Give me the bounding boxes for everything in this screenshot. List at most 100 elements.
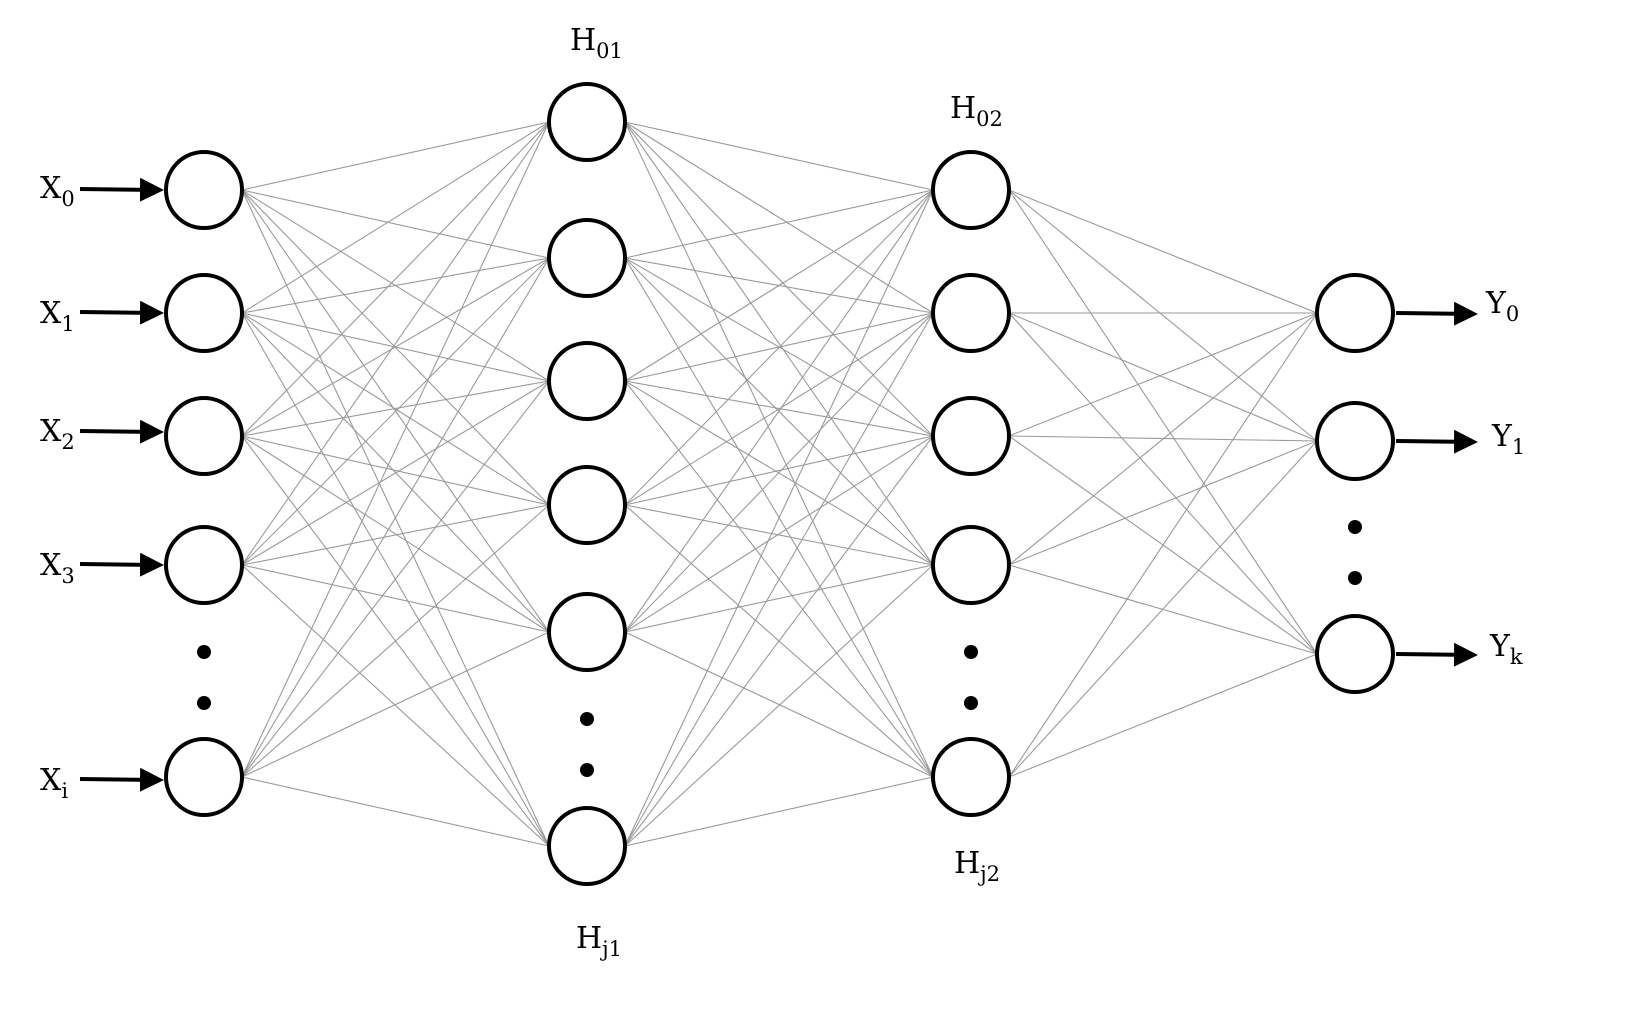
hidden1-bottom-label: Hj1 bbox=[576, 921, 622, 961]
connection-hidden1-5-hidden2-2 bbox=[624, 435, 934, 847]
connection-input-4-hidden1-3 bbox=[241, 504, 550, 778]
ellipsis-dots bbox=[197, 520, 1362, 777]
connection-hidden1-3-hidden2-0 bbox=[624, 189, 934, 506]
connection-input-2-hidden1-3 bbox=[241, 435, 550, 506]
connection-hidden2-4-output-0 bbox=[1008, 312, 1318, 778]
input-label-xi: Xi bbox=[40, 763, 68, 803]
ellipsis-dot-6 bbox=[1348, 520, 1362, 534]
connection-hidden1-0-hidden2-3 bbox=[624, 121, 934, 566]
connection-input-2-hidden1-0 bbox=[241, 121, 550, 437]
output-node-1 bbox=[1315, 401, 1395, 481]
ellipsis-dot-7 bbox=[1348, 571, 1362, 585]
input-arrow-4 bbox=[79, 767, 164, 792]
connection-input-4-hidden1-4 bbox=[241, 631, 550, 778]
input-label-x2: X2 bbox=[40, 414, 75, 454]
output-arrow-0 bbox=[1395, 301, 1478, 326]
connection-hidden1-5-hidden2-4 bbox=[624, 776, 934, 847]
ellipsis-dot-2 bbox=[580, 712, 594, 726]
connection-hidden2-0-output-1 bbox=[1008, 189, 1318, 442]
connection-input-4-hidden1-1 bbox=[241, 257, 550, 778]
nodes bbox=[164, 82, 1395, 886]
ellipsis-dot-3 bbox=[580, 763, 594, 777]
connection-hidden1-4-hidden2-0 bbox=[624, 189, 934, 633]
connection-hidden2-0-output-0 bbox=[1008, 189, 1318, 314]
hidden2-node-3 bbox=[931, 525, 1011, 605]
connection-hidden1-0-hidden2-1 bbox=[624, 121, 934, 314]
hidden2-node-1 bbox=[931, 273, 1011, 353]
connection-input-4-hidden1-5 bbox=[241, 776, 550, 847]
output-node-0 bbox=[1315, 273, 1395, 353]
connection-hidden2-1-output-1 bbox=[1008, 312, 1318, 442]
input-node-1 bbox=[164, 273, 244, 353]
connection-hidden2-0-output-2 bbox=[1008, 189, 1318, 655]
connection-input-1-hidden1-0 bbox=[241, 121, 550, 314]
connections bbox=[241, 121, 1318, 847]
connection-hidden1-4-hidden2-1 bbox=[624, 312, 934, 633]
io-arrows bbox=[79, 177, 1478, 792]
connection-input-3-hidden1-0 bbox=[241, 121, 550, 566]
connection-hidden1-4-hidden2-3 bbox=[624, 564, 934, 633]
connection-hidden1-3-hidden2-2 bbox=[624, 435, 934, 506]
connection-hidden1-4-hidden2-4 bbox=[624, 631, 934, 778]
ellipsis-dot-4 bbox=[964, 645, 978, 659]
connection-input-2-hidden1-4 bbox=[241, 435, 550, 633]
hidden1-node-0 bbox=[547, 82, 627, 162]
hidden1-node-3 bbox=[547, 465, 627, 545]
connection-hidden1-3-hidden2-1 bbox=[624, 312, 934, 506]
connection-hidden1-5-hidden2-1 bbox=[624, 312, 934, 847]
ellipsis-dot-1 bbox=[197, 696, 211, 710]
hidden1-node-4 bbox=[547, 592, 627, 672]
connection-input-1-hidden1-1 bbox=[241, 257, 550, 314]
hidden2-node-2 bbox=[931, 396, 1011, 476]
hidden2-node-4 bbox=[931, 737, 1011, 817]
output-node-2 bbox=[1315, 614, 1395, 694]
connection-input-0-hidden1-1 bbox=[241, 189, 550, 259]
input-arrow-0 bbox=[79, 177, 164, 202]
ellipsis-dot-0 bbox=[197, 645, 211, 659]
connection-input-4-hidden1-0 bbox=[241, 121, 550, 778]
hidden2-bottom-label: Hj2 bbox=[954, 846, 1000, 886]
output-label-y1: Y1 bbox=[1491, 419, 1525, 459]
connection-input-3-hidden1-5 bbox=[241, 564, 550, 847]
connection-input-3-hidden1-2 bbox=[241, 380, 550, 566]
connection-hidden2-1-output-2 bbox=[1008, 312, 1318, 655]
connection-hidden2-3-output-0 bbox=[1008, 312, 1318, 566]
input-node-2 bbox=[164, 396, 244, 476]
connection-hidden1-2-hidden2-0 bbox=[624, 189, 934, 382]
connection-input-4-hidden1-2 bbox=[241, 380, 550, 778]
connection-input-3-hidden1-3 bbox=[241, 504, 550, 566]
input-node-0 bbox=[164, 150, 244, 230]
input-node-3 bbox=[164, 525, 244, 605]
input-arrow-2 bbox=[79, 419, 164, 444]
hidden1-node-2 bbox=[547, 341, 627, 421]
connection-hidden2-4-output-1 bbox=[1008, 440, 1318, 778]
input-node-4 bbox=[164, 737, 244, 817]
output-arrow-1 bbox=[1395, 429, 1478, 454]
connection-input-0-hidden1-0 bbox=[241, 121, 550, 191]
output-label-yk: Yk bbox=[1489, 629, 1523, 669]
input-arrow-1 bbox=[79, 300, 164, 325]
input-arrow-3 bbox=[79, 552, 164, 577]
connection-input-2-hidden1-2 bbox=[241, 380, 550, 437]
connection-hidden1-5-hidden2-3 bbox=[624, 564, 934, 847]
hidden2-top-label: H02 bbox=[950, 91, 1003, 131]
hidden1-top-label: H01 bbox=[570, 23, 623, 63]
connection-input-3-hidden1-4 bbox=[241, 564, 550, 633]
input-label-x0: X0 bbox=[40, 171, 75, 211]
connection-hidden1-0-hidden2-4 bbox=[624, 121, 934, 778]
connection-hidden1-0-hidden2-2 bbox=[624, 121, 934, 437]
connection-hidden1-5-hidden2-0 bbox=[624, 189, 934, 847]
hidden2-node-0 bbox=[931, 150, 1011, 230]
output-arrow-2 bbox=[1395, 642, 1478, 667]
hidden1-node-5 bbox=[547, 806, 627, 886]
connection-hidden1-0-hidden2-0 bbox=[624, 121, 934, 191]
input-label-x3: X3 bbox=[40, 548, 75, 588]
connection-input-3-hidden1-1 bbox=[241, 257, 550, 566]
hidden1-node-1 bbox=[547, 218, 627, 298]
input-label-x1: X1 bbox=[40, 296, 75, 336]
ellipsis-dot-5 bbox=[964, 696, 978, 710]
connection-hidden2-4-output-2 bbox=[1008, 653, 1318, 778]
connection-hidden2-2-output-0 bbox=[1008, 312, 1318, 437]
connection-hidden1-1-hidden2-0 bbox=[624, 189, 934, 259]
